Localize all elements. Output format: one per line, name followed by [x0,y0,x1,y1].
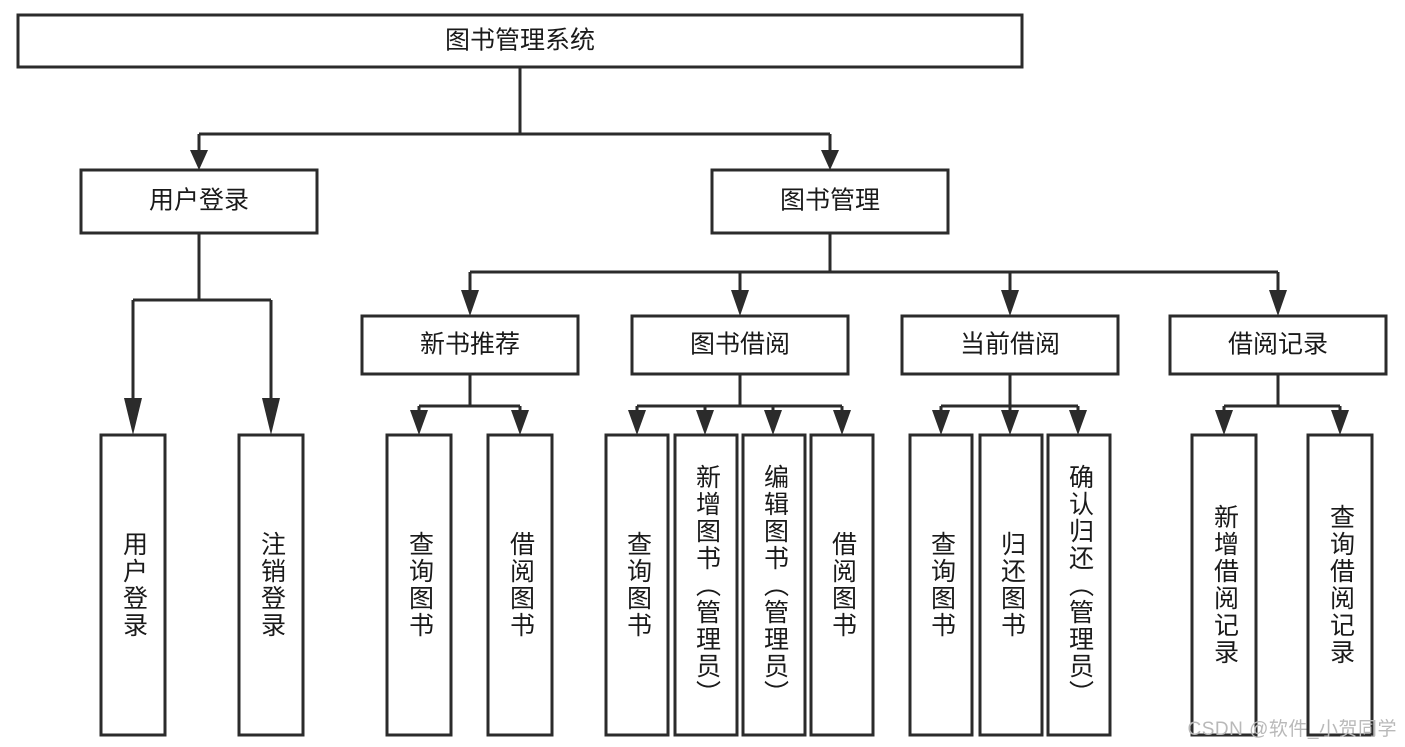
leaf-recommend-query-book-box[interactable] [385,433,453,737]
arrow-borrow-leaf-4 [833,410,851,435]
node-book-management-box[interactable] [710,168,950,235]
arrow-current-borrow [1001,290,1019,316]
arrow-leaf-logout [262,398,280,435]
arrow-current-leaf-1 [932,410,950,435]
leaf-current-query-book-box[interactable] [908,433,974,737]
arrow-new-book-recommend [461,290,479,316]
csdn-watermark: CSDN @软件_小贺同学 [1187,719,1397,740]
leaf-recommend-borrow-book-box[interactable] [486,433,554,737]
leaf-borrow-query-book-box[interactable] [604,433,670,737]
node-borrow-record-box[interactable] [1168,314,1388,376]
leaf-current-return-book-box[interactable] [978,433,1044,737]
arrow-book-mgmt [821,150,839,170]
arrow-book-borrow [731,290,749,316]
node-root-box[interactable] [16,13,1024,69]
leaf-record-query-box[interactable] [1306,433,1374,737]
node-root-label: 图书管理系统 [445,27,595,55]
node-book-borrow-label: 图书借阅 [690,331,790,359]
node-borrow-record-label: 借阅记录 [1228,331,1328,359]
arrow-leaf-user-login [124,398,142,435]
node-book-management-label: 图书管理 [780,187,880,215]
leaf-record-add-box[interactable] [1190,433,1258,737]
node-current-borrow-box[interactable] [900,314,1120,376]
leaf-borrow-edit-book-box[interactable] [741,433,807,737]
leaf-current-confirm-return-box[interactable] [1046,433,1112,737]
arrow-record-leaf-2 [1331,410,1349,435]
arrow-record-leaf-1 [1215,410,1233,435]
leaf-user-login-box[interactable] [99,433,167,737]
arrow-current-leaf-3 [1069,410,1087,435]
arrow-borrow-record [1269,290,1287,316]
arrow-recommend-leaf-2 [511,410,529,435]
node-user-login-label: 用户登录 [149,187,249,215]
arrow-borrow-leaf-2 [696,410,714,435]
leaf-logout-box[interactable] [237,433,305,737]
node-current-borrow-label: 当前借阅 [960,331,1060,359]
node-new-book-recommend-box[interactable] [360,314,580,376]
arrow-current-leaf-2 [1001,410,1019,435]
arrow-borrow-leaf-3 [764,410,782,435]
arrow-user-login [190,150,208,170]
node-new-book-recommend-label: 新书推荐 [420,331,520,359]
node-user-login-box[interactable] [79,168,319,235]
arrow-recommend-leaf-1 [410,410,428,435]
leaf-borrow-borrow-book-box[interactable] [809,433,875,737]
node-layer: 图书管理系统 用户登录 图书管理 新书推荐 图书借阅 当前借阅 借阅记录 [16,13,1388,737]
connector-layer [124,67,1349,435]
arrow-borrow-leaf-1 [628,410,646,435]
node-book-borrow-box[interactable] [630,314,850,376]
leaf-borrow-add-book-box[interactable] [673,433,739,737]
